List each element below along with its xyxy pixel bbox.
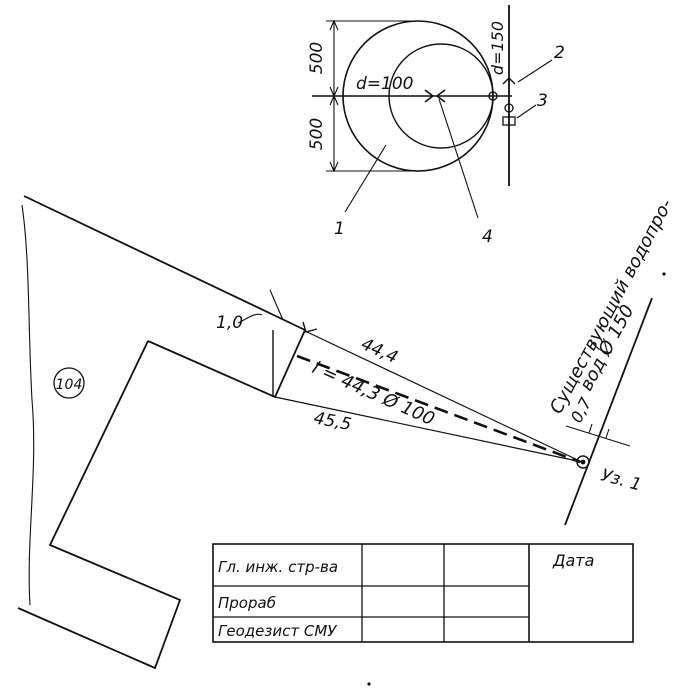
dim-bottom-label: 500 [307, 118, 327, 150]
line-45-5 [274, 396, 583, 463]
offset-main-ticks [588, 423, 610, 439]
connection-detail: 500 500 d=100 d=150 1 2 3 4 [307, 5, 565, 247]
site-plan: 104 1,0 44,4 l = 44,3 Ø 100 45,5 Уз. 1 0… [17, 195, 677, 670]
row-label-chief-engineer: Гл. инж. стр-ва [218, 558, 338, 576]
offset-at-building: 1,0 [216, 313, 243, 333]
distance-upper: 44,4 [358, 334, 401, 368]
flow-arrows [424, 89, 446, 103]
node-center [580, 459, 586, 465]
dim-top-label: 500 [307, 42, 327, 74]
main-label-line1: Существующий водопро- [546, 196, 677, 418]
callout-3: 3 [537, 91, 548, 111]
small-diameter-label: d=100 [356, 74, 413, 94]
line-44-4 [304, 330, 583, 463]
callout-4: 4 [482, 227, 493, 247]
node-label: Уз. 1 [599, 466, 644, 496]
fitting-3-body [502, 116, 516, 126]
fitting-3-valve [504, 103, 514, 113]
leader-4 [438, 98, 479, 219]
leader-1 [344, 144, 387, 213]
new-pipe-dashed [296, 354, 581, 464]
stray-mark-2 [662, 272, 666, 276]
offset-dim-tick [269, 289, 284, 321]
large-diameter-label: d=150 [488, 21, 507, 75]
existing-main-line [564, 297, 653, 526]
main-label-leader [589, 339, 613, 353]
arrow-to-building [302, 321, 318, 333]
fitting-2 [502, 77, 516, 85]
junction-node [488, 91, 498, 101]
row-label-foreman: Прораб [218, 594, 276, 612]
row-label-surveyor: Геодезист СМУ [218, 622, 337, 640]
lot-boundary-top [23, 195, 306, 331]
node-outer [576, 455, 590, 469]
leader-2 [517, 59, 553, 83]
lot-boundary-left [21, 204, 35, 606]
dim-arrows [329, 19, 339, 173]
table-frame [212, 543, 634, 643]
stray-mark [367, 682, 371, 686]
callout-2: 2 [554, 43, 565, 63]
callout-1: 1 [334, 219, 345, 239]
signature-table: Гл. инж. стр-ва Прораб Геодезист СМУ Дат… [212, 543, 634, 643]
leader-3 [516, 104, 537, 119]
building-number: 104 [56, 377, 83, 393]
offset-dim-leader [237, 313, 263, 324]
date-header: Дата [552, 551, 594, 570]
building-number-circle [53, 367, 85, 399]
offset-main-dim [565, 425, 631, 447]
